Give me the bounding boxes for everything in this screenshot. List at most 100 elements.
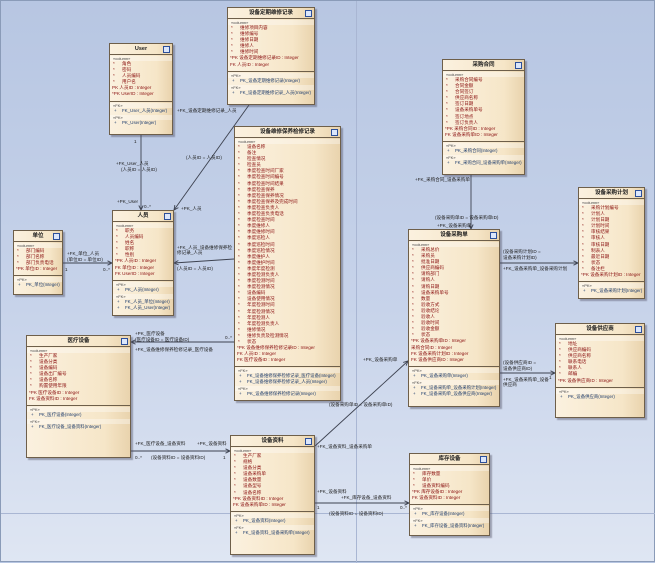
- operation-row[interactable]: +FK_人员_单位(Integer): [113, 299, 173, 305]
- attribute-row[interactable]: *状态: [235, 339, 340, 345]
- attribute-row[interactable]: *审核结果: [579, 229, 644, 235]
- attribute-row[interactable]: *验收结论: [409, 308, 499, 314]
- attribute-row[interactable]: *部门编码: [14, 248, 62, 254]
- attribute-row[interactable]: *采购总价: [409, 247, 499, 253]
- attribute-row[interactable]: *设备分类: [231, 465, 314, 471]
- operation-row[interactable]: +FK_库存设备_设备资料(Integer): [410, 523, 489, 529]
- attribute-row[interactable]: *角色: [110, 61, 172, 67]
- attribute-row[interactable]: *请购日期: [409, 284, 499, 290]
- key-row[interactable]: *PK 人员ID : Integer: [113, 258, 173, 264]
- attribute-row[interactable]: *维修日期: [228, 37, 314, 43]
- operation-row[interactable]: +PK_库存设备(Integer): [410, 511, 489, 517]
- attribute-row[interactable]: *季度巡检时间: [235, 242, 340, 248]
- attribute-row[interactable]: *季度检查时间厂家: [235, 168, 340, 174]
- attribute-row[interactable]: *季度检查时间编号: [235, 174, 340, 180]
- key-row[interactable]: FK 设备采购单ID : Integer: [443, 132, 524, 138]
- attribute-row[interactable]: *职称: [113, 246, 173, 252]
- attribute-row[interactable]: *设备出厂编号: [27, 371, 130, 377]
- attribute-row[interactable]: *季度检查保养情况: [235, 193, 340, 199]
- attribute-row[interactable]: *职务: [113, 228, 173, 234]
- attribute-row[interactable]: *季度检查负责电话: [235, 211, 340, 217]
- attribute-row[interactable]: *季度维修时间: [235, 229, 340, 235]
- attribute-row[interactable]: *检查情况: [235, 156, 340, 162]
- key-row[interactable]: 采购合同ID : Integer: [409, 345, 499, 351]
- attribute-row[interactable]: *季度检测时间: [235, 278, 340, 284]
- attribute-row[interactable]: *维修负责及检测情况: [235, 333, 340, 339]
- attribute-row[interactable]: *供应商编码: [409, 265, 499, 271]
- attribute-row[interactable]: *季度检查时间: [235, 217, 340, 223]
- key-row[interactable]: FK 设备采购计划ID : Integer: [409, 351, 499, 357]
- attribute-row[interactable]: *年度检测情况: [235, 309, 340, 315]
- attribute-row[interactable]: *生产厂家: [231, 453, 314, 459]
- key-row[interactable]: FK 设备资料ID : Integer: [410, 495, 489, 501]
- attribute-row[interactable]: *设备采购单号: [409, 290, 499, 296]
- attribute-row[interactable]: *性别: [113, 252, 173, 258]
- attribute-row[interactable]: *地址: [556, 341, 644, 347]
- attribute-row[interactable]: *审核日期: [579, 242, 644, 248]
- key-row[interactable]: FK 设备供应商ID : Integer: [409, 357, 499, 363]
- key-row[interactable]: *PK 设备采购单ID : Integer: [409, 338, 499, 344]
- attribute-row[interactable]: *供应商编码: [556, 347, 644, 353]
- attribute-row[interactable]: *制表人: [579, 248, 644, 254]
- key-row[interactable]: FK 设备资料ID : Integer: [27, 396, 130, 402]
- attribute-row[interactable]: *季度检查保养: [235, 187, 340, 193]
- attribute-row[interactable]: *备注栏: [579, 266, 644, 272]
- attribute-row[interactable]: *计划时间: [579, 223, 644, 229]
- class-box[interactable]: 采购合同«column»*采购合同编号*合同金额*合同签订*供应商名称*签订日期…: [442, 59, 525, 175]
- attribute-row[interactable]: *年度检测负责人: [235, 321, 340, 327]
- operation-row[interactable]: +PK_User(Integer): [110, 120, 172, 126]
- attribute-row[interactable]: *采购合同编号: [443, 77, 524, 83]
- attribute-row[interactable]: *设备采购单号: [443, 107, 524, 113]
- class-box[interactable]: 设备维修保养检修记录«column»*设备名称*备注*检查情况*检查员*季度检查…: [234, 126, 341, 401]
- attribute-row[interactable]: *设备使用情况: [235, 296, 340, 302]
- key-row[interactable]: *PK 设备定期维修记录ID : Integer: [228, 55, 314, 61]
- attribute-row[interactable]: *验收方式: [409, 302, 499, 308]
- attribute-row[interactable]: *设备型号: [231, 483, 314, 489]
- attribute-row[interactable]: *季度检查负责人: [235, 205, 340, 211]
- operation-row[interactable]: +PK_设备供应商(Integer): [556, 394, 644, 400]
- attribute-row[interactable]: *季度维护人: [235, 254, 340, 260]
- operation-row[interactable]: +FK_医疗设备_设备资料(Integer): [27, 424, 130, 430]
- key-row[interactable]: *PK 设备资料ID : Integer: [231, 496, 314, 502]
- attribute-row[interactable]: *季度年度检测: [235, 266, 340, 272]
- attribute-row[interactable]: *季度维护时间: [235, 260, 340, 266]
- attribute-row[interactable]: *设备名称: [231, 490, 314, 496]
- attribute-row[interactable]: *签订地点: [443, 114, 524, 120]
- attribute-row[interactable]: *数量: [409, 296, 499, 302]
- attribute-row[interactable]: *人员编码: [113, 234, 173, 240]
- attribute-row[interactable]: *备注: [235, 150, 340, 156]
- attribute-row[interactable]: *计划日期: [579, 217, 644, 223]
- class-box[interactable]: 设备采购单«column»*采购总价*采购员*批准日期*供应商编码*请购部门*请…: [408, 229, 500, 407]
- attribute-row[interactable]: *联系人: [556, 365, 644, 371]
- attribute-row[interactable]: *维修人: [228, 43, 314, 49]
- attribute-row[interactable]: *状态: [409, 332, 499, 338]
- attribute-row[interactable]: *季度巡检人: [235, 235, 340, 241]
- class-box[interactable]: 医疗设备«column»*生产厂家*设备分类*设备编码*设备出厂编号*设备名称*…: [26, 335, 131, 458]
- key-row[interactable]: FK UserID : Integer: [113, 271, 173, 277]
- operation-row[interactable]: +FK_采购合同_设备采购单(Integer): [443, 160, 524, 166]
- key-row[interactable]: *PK UserID : Integer: [110, 91, 172, 97]
- attribute-row[interactable]: *单价: [410, 477, 489, 483]
- attribute-row[interactable]: *季度检查保养及完成时间: [235, 199, 340, 205]
- operation-row[interactable]: +PK_设备定期维修记录(Integer): [228, 78, 314, 84]
- attribute-row[interactable]: *生产厂家: [27, 353, 130, 359]
- attribute-row[interactable]: *审核人: [579, 235, 644, 241]
- attribute-row[interactable]: *季度维修人: [235, 223, 340, 229]
- operation-row[interactable]: +PK_设备采购单(Integer): [409, 373, 499, 379]
- operation-row[interactable]: +PK_人员(Integer): [113, 287, 173, 293]
- attribute-row[interactable]: *维修时间: [228, 49, 314, 55]
- attribute-row[interactable]: *供应商名称: [443, 95, 524, 101]
- class-box[interactable]: 设备采购计划«column»*采购计划编号*计划人*计划日期*计划时间*审核结果…: [578, 187, 645, 299]
- relationship-line[interactable]: [173, 258, 235, 264]
- attribute-row[interactable]: *状态: [579, 260, 644, 266]
- attribute-row[interactable]: *密码: [110, 67, 172, 73]
- attribute-row[interactable]: *设备编码: [27, 365, 130, 371]
- attribute-row[interactable]: *采购计划编号: [579, 205, 644, 211]
- attribute-row[interactable]: *设备编码: [235, 290, 340, 296]
- attribute-row[interactable]: *用户名: [110, 79, 172, 85]
- operation-row[interactable]: +FK_设备采购单_设备供应商(Integer): [409, 391, 499, 397]
- attribute-row[interactable]: *验收时间: [409, 320, 499, 326]
- attribute-row[interactable]: *设备采购单: [231, 471, 314, 477]
- operation-row[interactable]: +FK_人员_User(Integer): [113, 305, 173, 311]
- key-row[interactable]: FK 人员ID : Integer: [235, 351, 340, 357]
